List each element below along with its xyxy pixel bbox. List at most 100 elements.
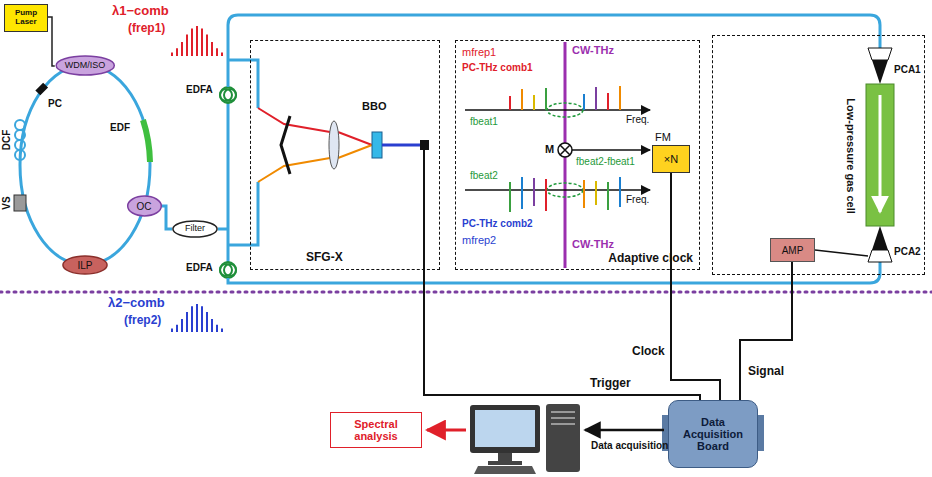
drawing-part xyxy=(15,150,25,160)
part-label: EDFA xyxy=(186,262,213,273)
board-tab xyxy=(758,415,764,451)
thz-comb-line xyxy=(619,177,621,207)
comb-line xyxy=(216,325,218,332)
part-label: PC-THz comb2 xyxy=(462,218,533,229)
keyboard xyxy=(474,466,536,474)
part-label: mfrep1 xyxy=(462,46,496,58)
comb-line xyxy=(216,48,218,56)
part-label: EDF xyxy=(110,122,130,133)
red-beam xyxy=(258,108,372,145)
edfa-coil xyxy=(220,87,236,278)
part-label: λ2−comb xyxy=(108,296,165,310)
comb-line xyxy=(201,306,203,332)
drawing-part xyxy=(220,262,236,278)
detector xyxy=(420,140,429,150)
mixer-cross xyxy=(560,145,570,155)
monitor xyxy=(470,405,540,453)
pc-device xyxy=(35,83,48,96)
fiber-component: ILP xyxy=(62,255,108,275)
part-label: fbeat2 xyxy=(470,170,498,181)
drawing-part xyxy=(15,140,25,150)
node-text: ×N xyxy=(664,153,678,165)
part-label: VS xyxy=(1,196,12,209)
lens xyxy=(329,121,339,169)
ellipse-shape xyxy=(173,221,217,237)
beat-marker xyxy=(547,183,583,197)
comb-line xyxy=(181,319,183,332)
thz-comb-line xyxy=(595,181,597,205)
part-label: CW-THz xyxy=(572,238,614,250)
thz-beam-arrow xyxy=(879,95,882,212)
bbo-crystal xyxy=(372,132,382,158)
comb-line xyxy=(201,28,203,56)
part-label: BBO xyxy=(362,100,386,112)
node-text: SFG-X xyxy=(306,251,343,264)
thz-comb-line xyxy=(509,182,511,212)
comb-line xyxy=(171,52,173,56)
part-label: λ1−comb xyxy=(112,4,169,18)
comb-line xyxy=(221,329,223,332)
sfg-beam xyxy=(382,144,420,147)
drawing-part xyxy=(220,87,236,103)
thz-comb-line xyxy=(509,96,511,110)
comb-line xyxy=(186,35,188,56)
thz-comb-line xyxy=(545,179,547,211)
comb-line xyxy=(176,325,178,332)
beat-marker xyxy=(547,103,583,117)
thz-comb-line xyxy=(619,86,621,110)
part-label: PC-THz comb1 xyxy=(462,62,533,73)
process-box: Pump Laser xyxy=(4,4,48,32)
fiber-component: Filter xyxy=(172,220,218,238)
part-label: fbeat2-fbeat1 xyxy=(576,156,635,167)
drawing-part xyxy=(220,89,232,101)
part-label: DCF xyxy=(1,130,12,151)
signal-wire xyxy=(815,250,868,256)
comb-line xyxy=(186,312,188,332)
ellipse-shape xyxy=(127,196,161,216)
part-label: mfrep2 xyxy=(462,234,496,246)
node-text: Adaptive clock xyxy=(608,252,693,265)
fiber-ring xyxy=(20,65,150,265)
edf-fiber xyxy=(143,120,150,162)
ellipse-shape xyxy=(63,256,107,274)
thz-comb-line xyxy=(521,89,523,110)
part-label: fbeat1 xyxy=(470,116,498,127)
node-text: Spectral analysis xyxy=(334,418,418,442)
dcf-coil xyxy=(15,120,25,160)
process-box: Spectral analysis xyxy=(330,412,422,448)
drawing-part xyxy=(220,264,232,276)
pca2 xyxy=(868,250,892,262)
trigger-wire xyxy=(423,150,425,271)
orange-beam xyxy=(258,145,372,182)
fiber xyxy=(228,60,258,245)
comb-line xyxy=(206,312,208,332)
fiber xyxy=(228,15,880,87)
comb-line xyxy=(221,52,223,56)
analysis-arrow xyxy=(427,429,466,432)
comb-line xyxy=(196,26,198,56)
data-arrow xyxy=(585,429,664,432)
connector-label: Trigger xyxy=(588,377,633,390)
comb-line xyxy=(196,304,198,332)
node-text: AMP xyxy=(782,245,804,256)
freq-axis xyxy=(465,189,650,191)
part-label: PCA2 xyxy=(894,246,921,257)
thz-comb-line xyxy=(583,94,585,110)
gas-cell xyxy=(866,84,894,226)
process-box: AMP xyxy=(770,238,815,262)
ellipse-shape xyxy=(56,56,114,75)
connector-label: Clock xyxy=(630,345,667,358)
thz-comb-line xyxy=(607,182,609,210)
tower xyxy=(546,404,580,472)
beat-arrow xyxy=(572,149,650,151)
node-text: Low-pressure gas cell xyxy=(845,98,857,214)
part-label: PCA1 xyxy=(894,64,921,75)
part-label: Freq. xyxy=(626,194,649,205)
process-box: FM×N xyxy=(652,145,690,173)
process-box: Data Acquisition Board xyxy=(668,400,758,468)
part-label: EDFA xyxy=(186,84,213,95)
vs-device xyxy=(14,195,26,211)
comb-line xyxy=(211,319,213,332)
comb-line xyxy=(211,42,213,56)
node-text: ILP xyxy=(77,260,92,271)
